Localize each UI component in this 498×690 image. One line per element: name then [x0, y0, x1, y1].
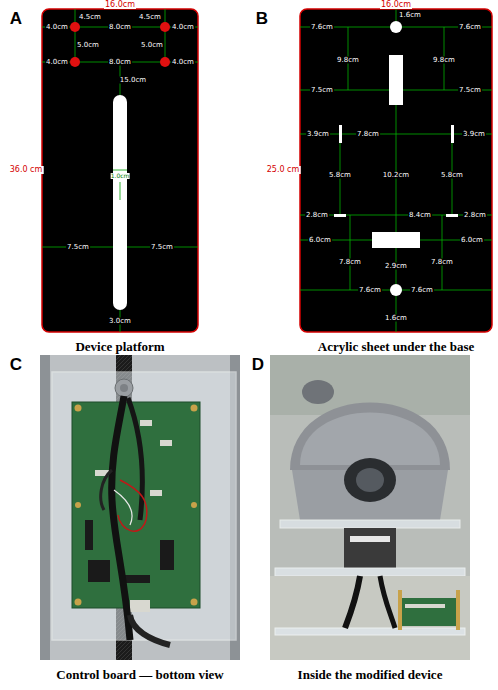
dimension-label: 7.6cm: [458, 24, 482, 31]
dimension-label: 4.0cm: [45, 59, 69, 66]
dimension-label: 2.9cm: [384, 263, 408, 270]
dimension-label: 7.5cm: [150, 244, 174, 251]
panel-caption: Inside the modified device: [298, 668, 443, 681]
panel-caption: Control board — bottom view: [56, 668, 223, 681]
panel-letter: B: [256, 10, 268, 27]
dimension-label: 7.6cm: [358, 287, 382, 294]
dimension-label: 7.8cm: [356, 131, 380, 138]
dimension-label: 3.9cm: [306, 131, 330, 138]
dimension-label: 16.0cm: [380, 1, 412, 9]
panel-letter: A: [10, 10, 22, 27]
dimension-label: 7.5cm: [66, 244, 90, 251]
acrylic-sheet-drawing: [300, 9, 492, 332]
dimension-label: 7.8cm: [338, 259, 362, 266]
dimension-label: 10.2cm: [382, 172, 410, 179]
dimension-label: 3.9cm: [462, 131, 486, 138]
modified-device-photo: [270, 355, 470, 660]
panel-caption: Acrylic sheet under the base: [318, 340, 474, 353]
dimension-label: 7.6cm: [410, 287, 434, 294]
dimension-label: 8.4cm: [408, 212, 432, 219]
dimension-label: 7.5cm: [458, 87, 482, 94]
dimension-label: 9.8cm: [432, 57, 456, 64]
dimension-label: 4.0cm: [45, 24, 69, 31]
dimension-label: 16.0cm: [104, 1, 136, 9]
dimension-label: 4.5cm: [138, 14, 162, 21]
dimension-label: 36.0 cm: [9, 166, 44, 174]
dimension-label: 5.0cm: [76, 42, 100, 49]
dimension-label: 2.8cm: [305, 212, 329, 219]
dimension-label: 1.6cm: [398, 12, 422, 19]
dimension-label: 1.0cm: [111, 173, 130, 179]
dimension-label: 7.5cm: [310, 87, 334, 94]
dimension-label: 7.8cm: [430, 259, 454, 266]
dimension-label: 25.0 cm: [266, 166, 301, 174]
dimension-label: 6.0cm: [460, 237, 484, 244]
dimension-label: 4.0cm: [171, 59, 195, 66]
dimension-label: 4.0cm: [171, 24, 195, 31]
dimension-label: 8.0cm: [108, 59, 132, 66]
dimension-label: 15.0cm: [119, 77, 147, 84]
dimension-label: 4.5cm: [78, 14, 102, 21]
dimension-label: 2.8cm: [463, 212, 487, 219]
control-board-photo: [40, 355, 240, 660]
dimension-label: 7.6cm: [310, 24, 334, 31]
panel-letter: C: [10, 356, 22, 373]
dimension-label: 5.8cm: [328, 172, 352, 179]
dimension-label: 6.0cm: [308, 237, 332, 244]
dimension-label: 1.6cm: [384, 315, 408, 322]
dimension-label: 5.0cm: [140, 42, 164, 49]
panel-caption: Device platform: [75, 340, 164, 353]
panel-letter: D: [252, 356, 264, 373]
dimension-label: 3.0cm: [108, 318, 132, 325]
dimension-label: 8.0cm: [108, 24, 132, 31]
platform-drawing: [42, 9, 198, 332]
dimension-label: 9.8cm: [336, 57, 360, 64]
dimension-label: 5.8cm: [440, 172, 464, 179]
